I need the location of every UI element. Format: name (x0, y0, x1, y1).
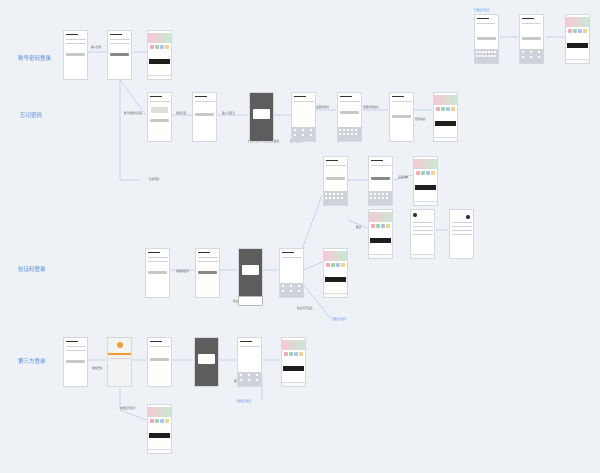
screen-code-login-filled (195, 248, 220, 298)
annotation: 已绑定手机号 (474, 9, 490, 12)
screen-code-login (145, 248, 170, 298)
annotation: 重置密码成功 (363, 106, 379, 109)
screen-code-modal (238, 248, 263, 298)
connector (303, 261, 323, 271)
screen-home (565, 14, 590, 64)
connector (119, 409, 147, 421)
screen-new-password (337, 92, 362, 142)
annotation: 验证码已发送 (297, 307, 313, 310)
annotation: 未绑定手机号 (120, 407, 136, 410)
annotation: 已绑定手机号 (331, 318, 347, 321)
annotation: 输入密码 (91, 46, 102, 49)
screen-bind-phone (147, 337, 172, 387)
lane-label-code-login: 验证码登录 (18, 267, 46, 273)
connector (299, 194, 323, 256)
screen-profile (410, 209, 435, 259)
screen-home (368, 209, 393, 259)
annotation: 授权登录 (92, 367, 103, 370)
lane-label-forgot-password: 忘记密码 (20, 113, 43, 119)
screen-login-error (147, 92, 172, 142)
connector (303, 284, 331, 319)
screen-home (147, 404, 172, 454)
connector (393, 174, 413, 181)
screen-reset-phone (192, 92, 217, 142)
screen-phone-input (474, 14, 499, 64)
annotation: 已绑定手机号 (236, 400, 252, 403)
screen-oauth-authorize (107, 337, 132, 387)
screen-login (63, 30, 88, 80)
screen-code-input (519, 14, 544, 64)
screen-third-party-login (63, 337, 88, 387)
screen-home (281, 337, 306, 387)
connector (119, 79, 147, 116)
annotation: 密码可见 (176, 112, 187, 115)
screen-profile-detail (449, 209, 474, 259)
screen-home (323, 248, 348, 298)
lane-label-account-login: 账号密码登录 (18, 56, 52, 62)
screen-login-filled (107, 30, 132, 80)
screen-home (413, 156, 438, 206)
annotation: 首次登录 (149, 178, 160, 181)
screen-reset-code (291, 92, 316, 142)
annotation: 获取验证码 (176, 270, 189, 273)
toast-code-error (238, 296, 263, 306)
screen-bind-modal (194, 337, 219, 387)
screen-reset-modal (249, 92, 274, 142)
annotation: 账号或密码错误 (124, 112, 143, 115)
screen-profile-filled (368, 156, 393, 206)
annotation: 设置新密码 (316, 106, 329, 109)
screen-home (147, 30, 172, 80)
connector (347, 219, 369, 229)
annotation: 登录成功 (415, 118, 426, 121)
screen-profile-setup (323, 156, 348, 206)
annotation: 跳过 (356, 226, 362, 229)
screen-reset-success (389, 92, 414, 142)
screen-home (433, 92, 458, 142)
annotation: 完善资料 (398, 176, 409, 179)
annotation: 输入手机号 (222, 112, 235, 115)
screen-code-entry (279, 248, 304, 298)
lane-label-third-party-login: 第三方登录 (18, 359, 46, 365)
screen-bind-code (237, 337, 262, 387)
